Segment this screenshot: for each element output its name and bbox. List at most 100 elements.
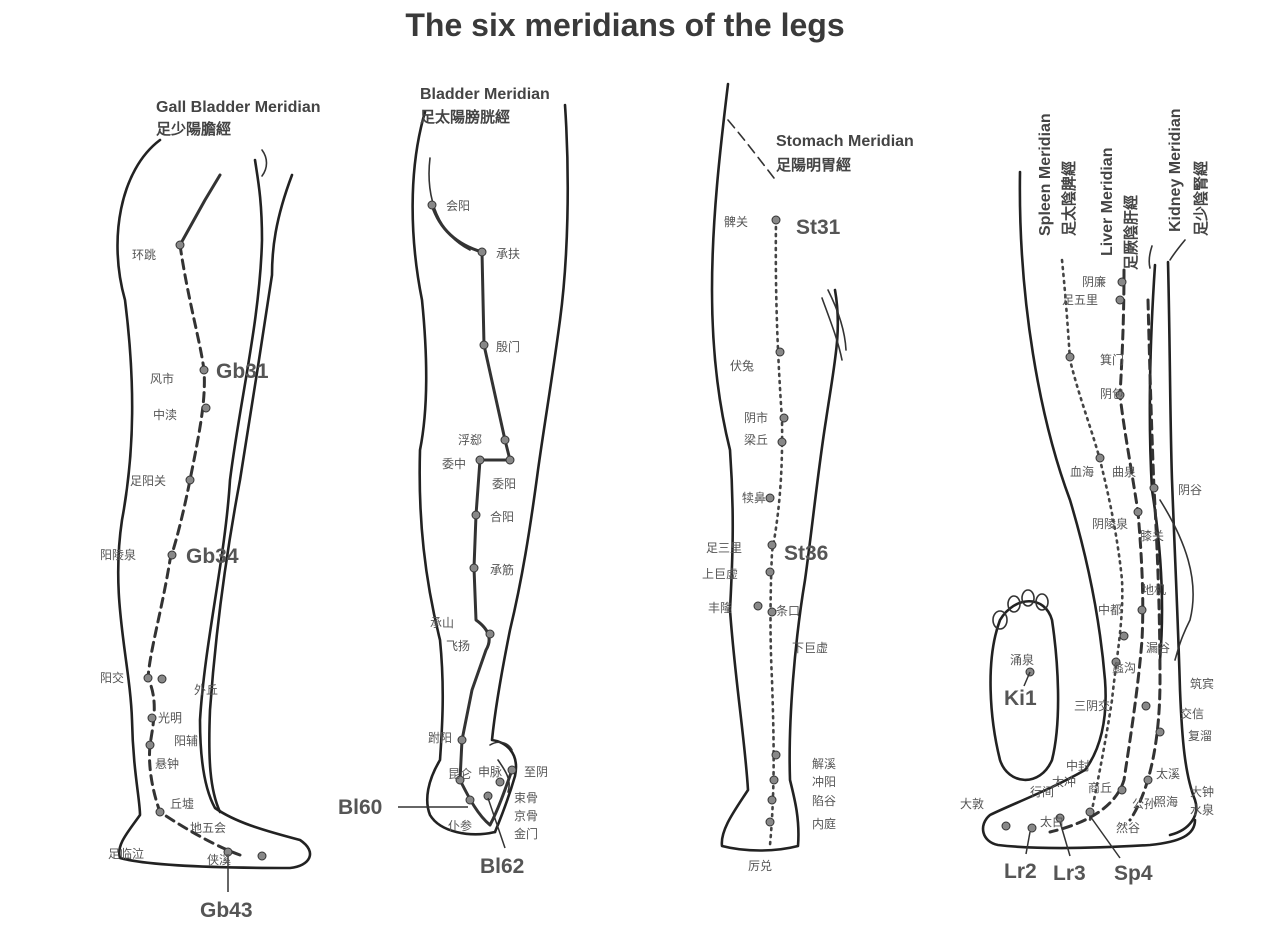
st-point <box>765 567 775 577</box>
st-point-label: 解溪 <box>812 757 836 771</box>
inner-point <box>1115 295 1125 305</box>
leg-bl-foot-toes <box>489 741 513 793</box>
ki-label-en: Kidney Meridian <box>1167 108 1184 232</box>
bl-point-label: 仆参 <box>448 818 472 833</box>
gb-meridian-upper <box>178 173 222 247</box>
inner-point-label: 地机 <box>1142 583 1166 597</box>
inner-point-label: 足五里 <box>1062 293 1098 307</box>
st-point-label: 足三里 <box>706 541 742 555</box>
st-point-label: 髀关 <box>724 215 748 229</box>
bl-point-label: 至阴 <box>524 765 548 779</box>
gb-point-gb34 <box>167 550 177 560</box>
inner-point-sp4 <box>1085 807 1095 817</box>
lr-label-en: Liver Meridian <box>1099 148 1116 256</box>
inner-point-label: 阴廉 <box>1082 274 1106 289</box>
inner-point-label: 太白 <box>1040 814 1064 829</box>
inner-point-label: 阴包 <box>1100 387 1124 401</box>
bl-point <box>455 775 465 785</box>
st-meridian <box>768 218 784 847</box>
lr-meridian <box>1048 268 1145 834</box>
bl-point-bl60 <box>465 795 475 805</box>
inner-point-label: 太冲 <box>1052 774 1076 789</box>
st-point-label: 陷谷 <box>812 793 836 808</box>
gb-point <box>201 403 211 413</box>
leg-gb-hip-mark <box>261 149 268 177</box>
bl-point-label: 委中 <box>442 456 466 471</box>
inner-point <box>1111 657 1121 667</box>
gb31-code: Gb31 <box>216 360 269 383</box>
bl-point-label: 飞扬 <box>446 638 470 653</box>
inner-point-label: 中封 <box>1066 758 1090 773</box>
gb-point <box>257 851 267 861</box>
gb-point-label: 悬钟 <box>155 756 179 771</box>
lr2-code: Lr2 <box>1004 860 1037 883</box>
lr2-leader <box>1025 831 1031 855</box>
inner-point-label: 大钟 <box>1190 784 1214 799</box>
ki-label-cn: 足少陰腎經 <box>1192 161 1210 236</box>
st31-code: St31 <box>796 216 841 239</box>
inner-point-label: 公孙 <box>1132 797 1156 811</box>
st-point <box>753 601 763 611</box>
gb-point-label: 阳交 <box>100 670 124 685</box>
inner-point-label: 水泉 <box>1190 803 1214 817</box>
inner-point-label: 漏谷 <box>1146 641 1170 655</box>
leg-inner-outline-back <box>1018 170 1107 772</box>
st-point-label: 条口 <box>776 604 800 618</box>
inner-point <box>1095 453 1105 463</box>
inner-point-label: 行间 <box>1030 785 1054 799</box>
gb-point <box>155 807 165 817</box>
bl-point <box>471 510 481 520</box>
lr-label-cn: 足厥陰肝經 <box>1122 195 1140 270</box>
leg-gall-bladder: Gall Bladder Meridian 足少陽膽經 Gb31 Gb34 Gb… <box>100 99 320 922</box>
bl-point-label: 浮郄 <box>458 433 482 447</box>
inner-point-label: 膝关 <box>1140 529 1164 543</box>
sole-of-foot: Ki1 <box>989 589 1060 782</box>
gb-point-gb31 <box>199 365 209 375</box>
gb-label-en: Gall Bladder Meridian <box>156 99 320 116</box>
bl-point <box>475 455 485 465</box>
bl-point <box>500 435 510 445</box>
sole-toe <box>1021 589 1035 607</box>
sp4-leader <box>1089 815 1121 859</box>
bl-point-label: 京骨 <box>514 809 538 823</box>
bl-point <box>485 629 495 639</box>
inner-point <box>1117 277 1127 287</box>
ki1-leader <box>1023 671 1031 687</box>
gb34-code: Gb34 <box>186 545 239 568</box>
gb-point-label: 地五会 <box>190 821 226 835</box>
leg-stomach: Stomach Meridian 足陽明胃經 St31 St36 髀关 伏兔 阴… <box>702 82 914 873</box>
ki-meridian <box>1128 298 1162 822</box>
leg-st-outline-left <box>710 82 840 852</box>
inner-point-label: 涌泉 <box>1010 653 1034 667</box>
inner-point-label: 阴谷 <box>1178 483 1202 497</box>
bl-point-label: 委阳 <box>492 477 516 491</box>
st-label-cn: 足陽明胃經 <box>776 156 851 174</box>
sp-label-en: Spleen Meridian <box>1037 113 1054 236</box>
inner-point-label: 三阴交 <box>1074 698 1110 713</box>
inner-foot-outline <box>981 768 1197 850</box>
bl-point-label: 殷门 <box>496 339 520 354</box>
st-point-label: 下巨虚 <box>792 641 828 655</box>
gb-point-label: 阳辅 <box>174 734 198 748</box>
bl62-code: Bl62 <box>480 855 524 878</box>
gb-point-label: 足阳关 <box>130 474 166 488</box>
st-point <box>771 750 781 760</box>
bl-point-label: 昆仑 <box>448 767 472 781</box>
bl-point-label: 承筋 <box>490 562 514 577</box>
bl-meridian <box>430 203 514 827</box>
inner-point-label: 中都 <box>1098 602 1122 617</box>
inner-point <box>1137 605 1147 615</box>
inner-point <box>1115 390 1125 400</box>
inner-point-label: 阴陵泉 <box>1092 517 1128 531</box>
st-point-label: 厉兑 <box>748 859 772 873</box>
bl-point-label: 承扶 <box>496 246 520 261</box>
st-label-en: Stomach Meridian <box>776 133 914 150</box>
sp-meridian <box>1060 258 1124 822</box>
inner-point-label: 筑宾 <box>1190 676 1214 691</box>
leg-gb-outline-back <box>116 138 312 870</box>
leg-bl-outline-right <box>490 103 570 834</box>
sp4-code: Sp4 <box>1114 862 1153 885</box>
inner-point <box>1133 507 1143 517</box>
leg-st-hip-dash <box>727 119 775 179</box>
